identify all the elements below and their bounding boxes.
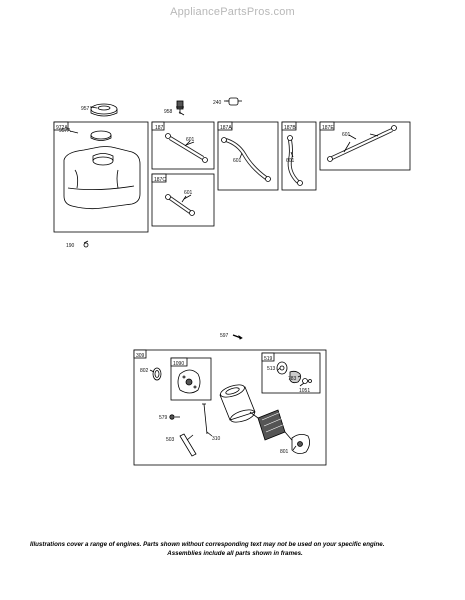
frame-labels: 972A 187 187A 187B 187E 187C 309 1090 51… (56, 125, 334, 367)
washer-579 (169, 414, 175, 420)
frame-label-187E: 187E (322, 125, 334, 131)
callout-801: 801 (280, 449, 289, 455)
frame-1090 (170, 357, 212, 401)
fuel-tank (63, 130, 141, 210)
callout-240: 240 (213, 100, 222, 106)
frame-309 (133, 349, 327, 466)
fuel-line-187B (287, 135, 303, 186)
part-597 (232, 334, 243, 340)
bolt-310 (202, 403, 208, 435)
motor-housing (219, 384, 256, 423)
frame-label-187B: 187B (284, 125, 296, 131)
callout-513: 513 (267, 366, 276, 372)
footer-line-1: Illustrations cover a range of engines. … (30, 541, 385, 548)
callout-601-187: 601 (186, 137, 195, 143)
footer-line-2: Assemblies include all parts shown in fr… (167, 550, 303, 557)
frame-label-972A: 972A (56, 125, 68, 131)
end-cap-1090 (177, 369, 201, 394)
fuel-cap-957 (90, 103, 118, 117)
callout-783: 783 (288, 376, 297, 382)
frame-972A (53, 121, 149, 233)
callout-957: 957 (81, 106, 90, 112)
callout-802: 802 (140, 368, 149, 374)
clamp-190 (83, 240, 89, 248)
frame-187C (151, 173, 215, 227)
drive-assembly-519 (276, 361, 312, 384)
fuel-line-187A (221, 137, 271, 182)
end-plate-801 (291, 434, 310, 454)
site-title: AppliancePartsPros.com (170, 6, 295, 18)
part-callouts: 957 958 240 957A 601 601 601 601 601 190… (59, 100, 351, 455)
callout-503: 503 (166, 437, 175, 443)
callout-601-187E: 601 (342, 132, 351, 138)
callout-601-187C: 601 (184, 190, 193, 196)
callout-601-187A: 601 (233, 158, 242, 164)
fuel-line-187E (327, 125, 397, 162)
fuel-line-187C (165, 194, 195, 216)
callout-190: 190 (66, 243, 75, 249)
frame-label-187A: 187A (220, 125, 232, 131)
frame-label-187: 187 (155, 125, 164, 131)
fuel-filter-240 (226, 97, 242, 106)
callout-579: 579 (159, 415, 168, 421)
armature (249, 409, 298, 447)
frame-label-309: 309 (136, 353, 145, 359)
fuel-line-187 (165, 133, 208, 163)
footer-notes: Illustrations cover a range of engines. … (30, 540, 440, 558)
frame-label-519: 519 (264, 356, 273, 362)
gasket-802 (152, 367, 162, 381)
bracket-503 (179, 433, 197, 457)
frame-187B (281, 121, 317, 191)
frame-187 (151, 121, 215, 170)
callout-601-187B: 601 (286, 158, 295, 164)
callout-310: 310 (212, 436, 221, 442)
callout-1051: 1051 (299, 388, 310, 394)
frame-519 (261, 352, 321, 394)
callout-958: 958 (164, 109, 173, 115)
valve-958 (176, 100, 184, 114)
frame-187E (319, 121, 411, 171)
frame-label-1090: 1090 (173, 361, 184, 367)
callout-597: 597 (220, 333, 229, 339)
frame-187A (217, 121, 279, 191)
frame-label-187C: 187C (154, 177, 166, 183)
callout-957A: 957A (59, 128, 71, 134)
